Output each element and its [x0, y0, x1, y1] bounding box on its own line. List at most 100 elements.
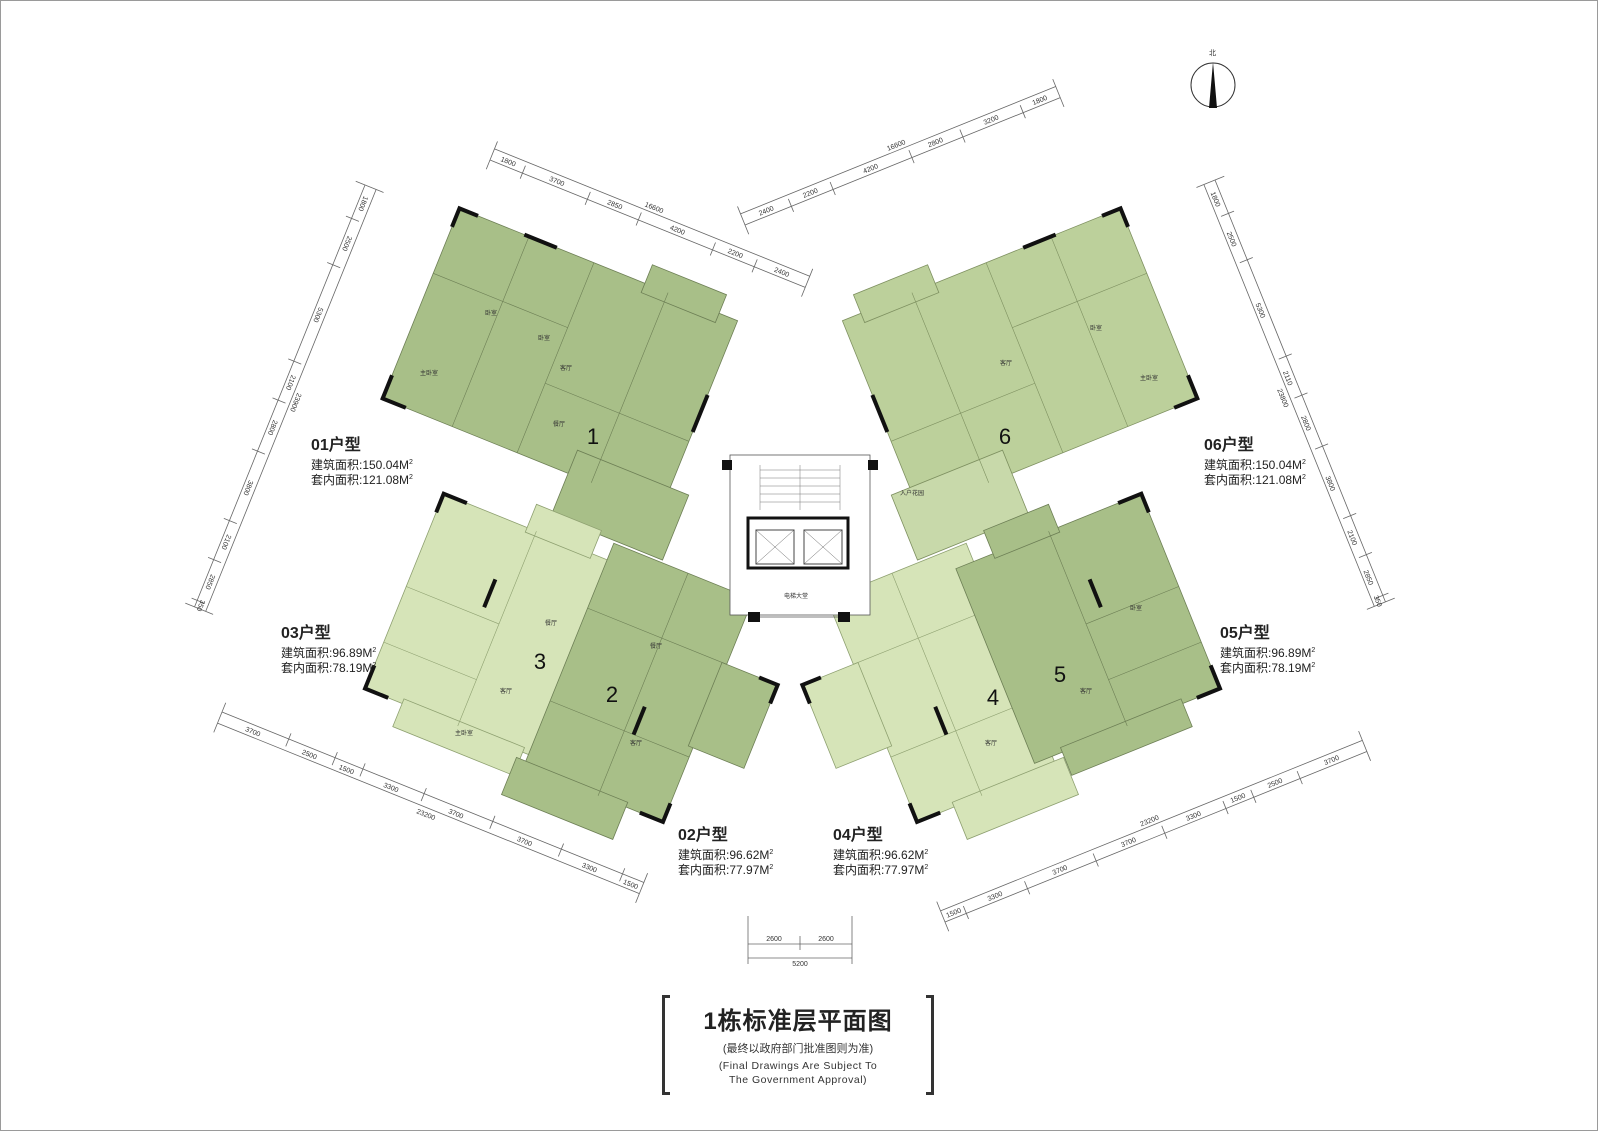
unit-05-plan: [955, 491, 1223, 776]
unit-02-name: 02户型: [678, 827, 728, 844]
north-arrow-icon: 北: [1190, 49, 1236, 108]
unit-02-gross: 建筑面积:96.62M: [678, 848, 770, 862]
unit-06-net: 套内面积:121.08M: [1204, 473, 1303, 487]
dim-label: 2100: [219, 533, 231, 550]
svg-text:卧室: 卧室: [538, 334, 550, 342]
unit-03-net: 套内面积:78.19M: [281, 661, 373, 675]
dim-label: 3700: [1052, 864, 1069, 876]
dim-label: 3800: [1323, 475, 1335, 492]
unit-03-name: 03户型: [281, 625, 331, 642]
unit-02-label: 02户型 建筑面积:96.62M2 套内面积:77.97M2: [678, 827, 774, 877]
dim-label: 3700: [1120, 837, 1137, 849]
dim-label: 5300: [1254, 302, 1266, 319]
dim-label: 1500: [945, 907, 962, 919]
svg-text:餐厅: 餐厅: [553, 420, 565, 428]
unit-06-label: 06户型 建筑面积:150.04M2 套内面积:121.08M2: [1204, 437, 1306, 487]
dim-label: 1800: [499, 156, 516, 168]
unit-04-net: 套内面积:77.97M: [833, 863, 925, 877]
unit-06-plan: [841, 205, 1200, 561]
dim-label: 3700: [447, 808, 464, 820]
dim-label: 1500: [622, 879, 639, 891]
svg-text:客厅: 客厅: [985, 739, 997, 747]
svg-text:卧室: 卧室: [485, 309, 497, 317]
dim-core-label: 2600: [766, 936, 782, 943]
unit-number-4: 4: [986, 685, 1000, 710]
unit-number-5: 5: [1053, 662, 1067, 687]
dim-label: 1800: [1031, 95, 1048, 107]
svg-text:客厅: 客厅: [560, 364, 572, 372]
core-stair-elevator: 电梯大堂: [722, 454, 878, 622]
svg-text:餐厅: 餐厅: [650, 642, 662, 650]
dim-label: 3300: [1185, 810, 1202, 822]
unit-06-name: 06户型: [1204, 437, 1254, 454]
dim-label: 2400: [758, 205, 775, 217]
unit-number-1: 1: [586, 424, 600, 449]
unit-04-label: 04户型 建筑面积:96.62M2 套内面积:77.97M2: [833, 827, 929, 877]
dim-label: 3300: [382, 782, 399, 794]
english-note-line-2: The Government Approval): [728, 1074, 868, 1087]
dim-label: 1500: [338, 764, 355, 776]
svg-text:客厅: 客厅: [1000, 359, 1012, 367]
north-label: 北: [1209, 49, 1216, 57]
dimension-lines: [185, 78, 1395, 964]
dim-label: 1800: [356, 195, 368, 212]
dim-label: 5300: [311, 306, 323, 323]
svg-text:入户花园: 入户花园: [900, 489, 924, 497]
dim-label: 2110: [1281, 370, 1293, 387]
dim-label: 2800: [927, 137, 944, 149]
unit-06-gross: 建筑面积:150.04M: [1204, 458, 1303, 472]
lobby-label: 电梯大堂: [784, 592, 808, 600]
svg-text:卧室: 卧室: [1090, 324, 1102, 332]
dim-label: 350: [1372, 595, 1383, 609]
plan-title: 1栋标准层平面图: [703, 1008, 893, 1035]
dim-label: 3700: [516, 836, 533, 848]
dim-core-label: 5200: [792, 961, 808, 968]
dim-label: 2500: [340, 235, 352, 252]
title-block: 1栋标准层平面图 (最终以政府部门批准图则为准) (Final Drawings…: [662, 995, 934, 1095]
unit-01-gross: 建筑面积:150.04M: [311, 458, 410, 472]
dim-label: 3300: [581, 862, 598, 874]
dim-label: 2200: [727, 248, 744, 260]
english-note-line-1: (Final Drawings Are Subject To: [718, 1060, 878, 1072]
dim-label: 3200: [983, 114, 1000, 126]
room-labels: 卧室 卧室 主卧室 客厅 餐厅 入户花园 客厅 卧室 主卧室 餐厅 客厅 主卧室…: [420, 309, 1158, 747]
dim-label: 2850: [1361, 569, 1373, 586]
svg-text:客厅: 客厅: [630, 739, 642, 747]
svg-text:主卧室: 主卧室: [420, 369, 438, 377]
unit-number-2: 2: [605, 682, 619, 707]
dim-label: 1500: [1230, 793, 1247, 805]
unit-05-gross: 建筑面积:96.89M: [1220, 646, 1312, 660]
dim-label: 3700: [1323, 755, 1340, 767]
dim-label: 2100: [284, 374, 296, 391]
unit-01-plan: [380, 205, 739, 561]
dim-label: 2400: [773, 267, 790, 279]
plan-subtitle: (最终以政府部门批准图则为准): [722, 1043, 874, 1055]
svg-text:客厅: 客厅: [1080, 687, 1092, 695]
dim-label: 3700: [548, 176, 565, 188]
unit-05-label: 05户型 建筑面积:96.89M2 套内面积:78.19M2: [1220, 625, 1316, 675]
dim-label: 3800: [241, 479, 253, 496]
dim-label: 2500: [1225, 231, 1237, 248]
dim-label: 2800: [1299, 415, 1311, 432]
unit-04-name: 04户型: [833, 827, 883, 844]
unit-05-net: 套内面积:78.19M: [1220, 661, 1312, 675]
dim-core-label: 2600: [818, 936, 834, 943]
unit-03-gross: 建筑面积:96.89M: [281, 646, 373, 660]
unit-04-gross: 建筑面积:96.62M: [833, 848, 925, 862]
dim-label: 2100: [1345, 529, 1357, 546]
unit-01-name: 01户型: [311, 437, 361, 454]
dim-label: 2200: [802, 187, 819, 199]
dim-label: 2500: [1267, 778, 1284, 790]
svg-text:客厅: 客厅: [500, 687, 512, 695]
dim-label: 3700: [244, 726, 261, 738]
svg-text:主卧室: 主卧室: [455, 729, 473, 737]
title-bracket-left: [662, 995, 670, 1095]
dim-label: 350: [195, 599, 206, 613]
unit-02-plan: [500, 542, 781, 840]
dim-label: 4200: [862, 163, 879, 175]
unit-01-label: 01户型 建筑面积:150.04M2 套内面积:121.08M2: [311, 437, 413, 487]
